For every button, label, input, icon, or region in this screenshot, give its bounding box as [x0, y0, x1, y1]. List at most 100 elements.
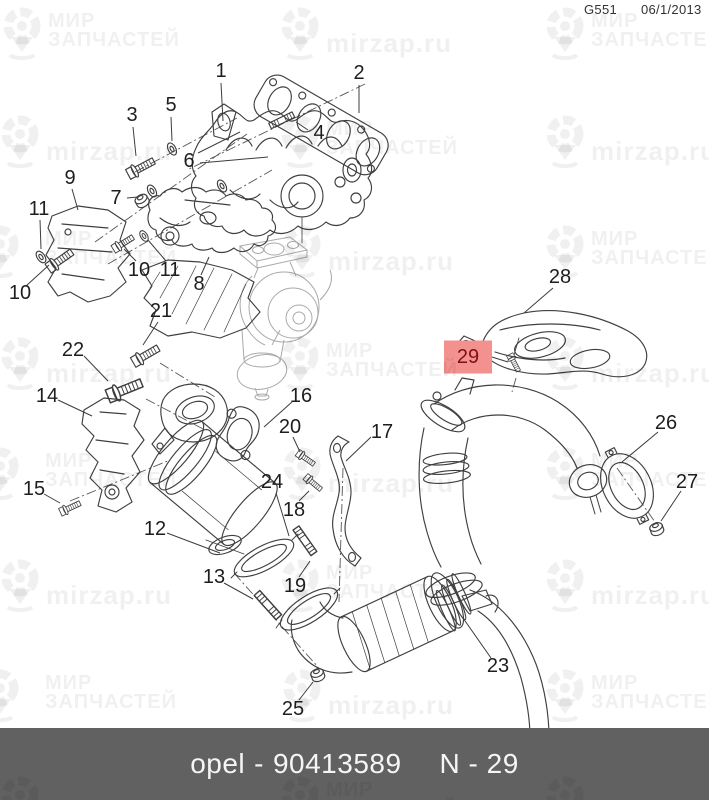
callout-10[interactable]: 10: [128, 259, 150, 281]
nut-27: [647, 520, 666, 538]
heat-shield-upper: [45, 205, 261, 339]
nut-5: [165, 140, 179, 158]
callout-7[interactable]: 7: [110, 187, 121, 209]
callout-21[interactable]: 21: [150, 300, 172, 322]
leader-line: [223, 582, 254, 600]
stud-19: [292, 525, 318, 557]
leader-line: [275, 492, 290, 537]
footer-part-number: 90413589: [272, 748, 402, 779]
callout-23[interactable]: 23: [487, 655, 509, 677]
callout-17[interactable]: 17: [371, 421, 393, 443]
nut-25: [308, 666, 327, 684]
callout-18[interactable]: 18: [283, 499, 305, 521]
flex-ring-gasket: [230, 533, 299, 579]
leader-line: [491, 356, 509, 363]
callout-11[interactable]: 11: [29, 198, 50, 220]
leader-line: [298, 681, 314, 701]
leader-line: [126, 196, 139, 199]
footer-part-reference: opel - 90413589 N - 29: [190, 748, 519, 780]
leader-line: [200, 256, 210, 276]
leader-line: [462, 617, 492, 659]
callout-10[interactable]: 10: [9, 282, 31, 304]
callout-highlight-box: [444, 340, 492, 374]
leader-line: [123, 248, 137, 262]
turbo-outlet-gasket: [215, 406, 260, 462]
leader-line: [57, 399, 93, 417]
leader-line: [197, 131, 241, 154]
washer-6: [214, 177, 230, 195]
leader-line: [523, 287, 554, 314]
leader-line: [39, 219, 42, 250]
part-drawings: [33, 74, 666, 744]
callout-25[interactable]: 25: [282, 698, 304, 720]
callout-20[interactable]: 20: [279, 416, 301, 438]
assembly-axis-lines: [69, 83, 656, 668]
leader-line: [25, 264, 50, 287]
leader-line: [263, 401, 293, 428]
bolt-21: [129, 341, 163, 369]
leader-line: [298, 490, 310, 502]
callout-26[interactable]: 26: [655, 412, 677, 434]
callout-28[interactable]: 28: [549, 266, 571, 288]
catalytic-converter: [147, 383, 278, 556]
exhaust-manifold: [190, 103, 373, 244]
callout-1[interactable]: 1: [215, 60, 226, 82]
leader-line: [292, 436, 301, 453]
callout-13[interactable]: 13: [203, 566, 225, 588]
leader-line: [660, 490, 682, 522]
leader-line: [43, 493, 61, 504]
leader-line: [147, 239, 167, 262]
bolt-3: [124, 154, 158, 182]
callout-4[interactable]: 4: [313, 122, 324, 144]
leader-line: [621, 431, 659, 463]
bolt-20: [294, 448, 318, 469]
callout-19[interactable]: 19: [284, 575, 306, 597]
bolt-18: [302, 472, 325, 494]
callout-6[interactable]: 6: [183, 150, 194, 172]
footer-page-ref: N - 29: [439, 748, 519, 779]
manifold-gasket: [253, 74, 389, 176]
callout-5[interactable]: 5: [165, 94, 176, 116]
callout-8[interactable]: 8: [193, 273, 204, 295]
nut-7: [132, 191, 152, 211]
leader-line: [295, 121, 309, 131]
turbocharger: [236, 236, 333, 401]
leader-line: [166, 532, 221, 554]
callout-12[interactable]: 12: [144, 518, 166, 540]
leader-line: [83, 355, 109, 382]
callout-2[interactable]: 2: [353, 62, 364, 84]
bolt-10b: [109, 232, 137, 255]
leader-line: [220, 82, 224, 122]
footer-separator: -: [254, 748, 264, 779]
callout-15[interactable]: 15: [23, 478, 45, 500]
callout-3[interactable]: 3: [126, 104, 137, 126]
callout-16[interactable]: 16: [290, 385, 312, 407]
callout-29[interactable]: 29: [457, 346, 479, 368]
leader-line: [345, 436, 372, 462]
washer-11a: [33, 248, 49, 266]
heat-shield-converter: [81, 397, 145, 513]
support-bracket: [329, 435, 362, 567]
footer-brand: opel: [190, 748, 246, 779]
figure-code: G551: [584, 2, 618, 17]
callout-11[interactable]: 11: [160, 259, 181, 281]
callout-22[interactable]: 22: [62, 339, 84, 361]
callout-24[interactable]: 24: [261, 471, 283, 493]
leader-line: [132, 126, 137, 157]
footer-bar: opel - 90413589 N - 29: [0, 728, 709, 800]
front-exhaust-pipe: [275, 377, 608, 744]
leader-line: [298, 560, 311, 578]
callout-9[interactable]: 9: [64, 167, 75, 189]
figure-date: 06/1/2013: [641, 2, 702, 17]
manifold-lower-casting: [147, 186, 277, 254]
leader-line: [142, 321, 159, 346]
stud-13: [253, 589, 283, 621]
pipe-flange-gasket: [600, 447, 654, 525]
callout-14[interactable]: 14: [36, 385, 58, 407]
leader-line: [199, 156, 269, 164]
leader-line: [170, 116, 173, 142]
callout-27[interactable]: 27: [676, 471, 698, 493]
